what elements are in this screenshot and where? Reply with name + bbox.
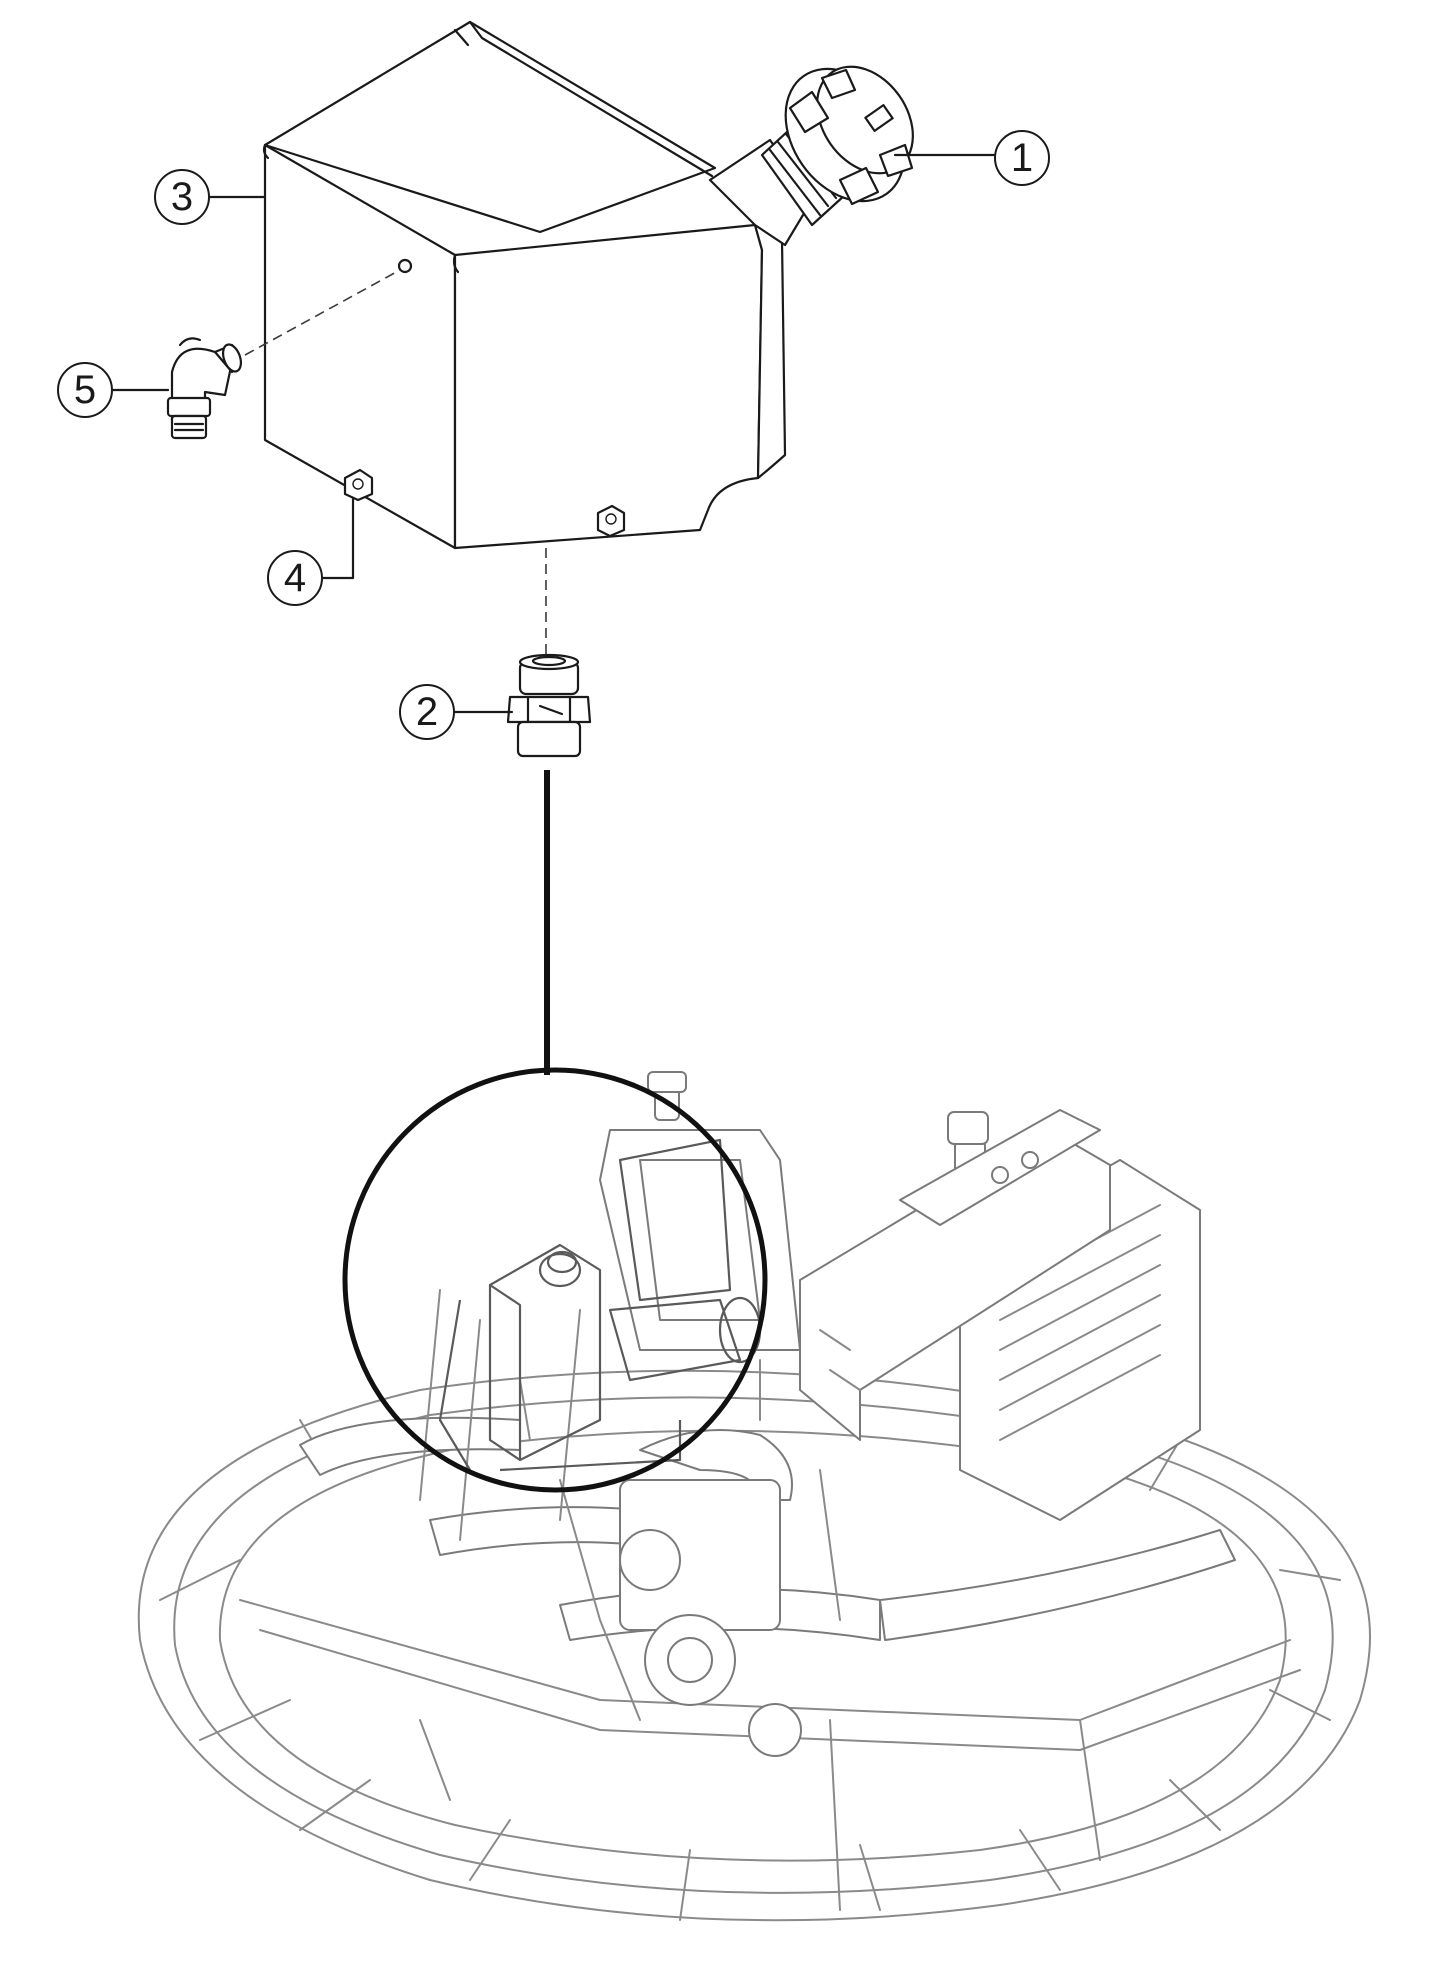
elbow-fitting (166, 337, 243, 440)
callout-3: 3 (154, 169, 267, 225)
callout-2: 2 (399, 684, 514, 740)
detail-magnifier-ring (342, 1067, 768, 1493)
tank-assembly (262, 20, 814, 550)
callout-5-label: 5 (74, 368, 96, 412)
callout-4: 4 (267, 496, 355, 606)
callout-1: 1 (893, 130, 1050, 186)
straight-fitting (506, 653, 592, 758)
callout-5: 5 (57, 362, 170, 418)
callout-2-label: 2 (416, 690, 438, 734)
callout-4-label: 4 (284, 556, 306, 600)
ride-on-trowel-machine (137, 1071, 1371, 1922)
callout-1-label: 1 (1011, 136, 1033, 180)
callout-3-label: 3 (171, 175, 193, 219)
elbow-assembly-line (244, 269, 401, 356)
filler-cap (760, 65, 914, 227)
detail-circle (342, 1067, 768, 1493)
